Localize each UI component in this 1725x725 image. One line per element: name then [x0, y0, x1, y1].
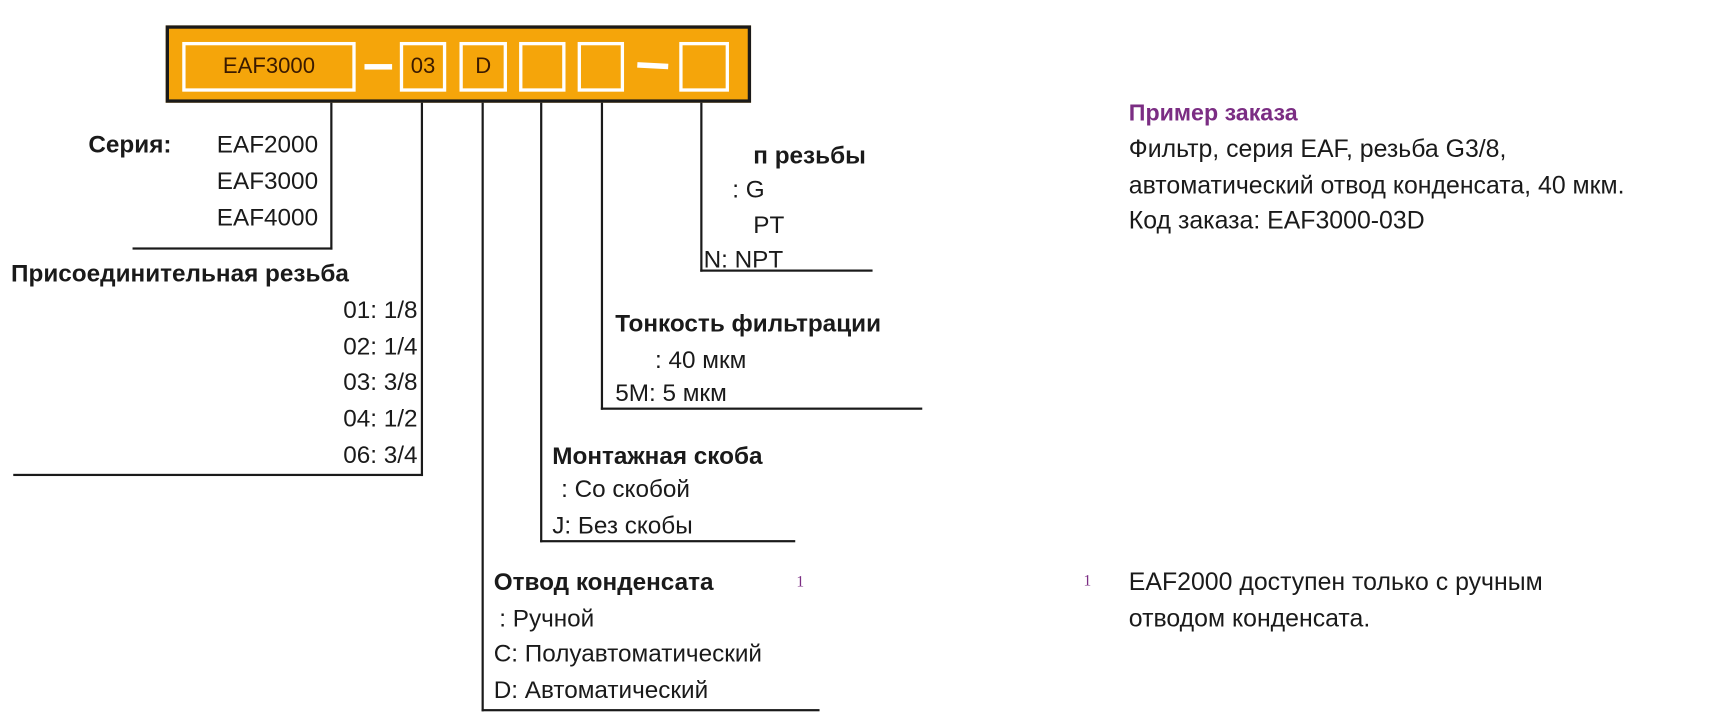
- filtration-leader-line: [600, 102, 604, 410]
- series-option: EAF3000: [216, 166, 319, 195]
- drain-leader-line: [481, 102, 484, 712]
- bracket-leader-line: [540, 102, 543, 543]
- bracket-leader-line: [540, 540, 796, 543]
- filtration-leader-line: [600, 407, 923, 410]
- bracket-option: J: Без скобы: [552, 511, 693, 539]
- order-example-line: автоматический отвод конденсата, 40 мкм.: [1128, 171, 1625, 199]
- filtration-option: 5M: 5 мкм: [615, 378, 727, 407]
- series-code-box: EAF3000: [182, 41, 356, 92]
- thread-type-option: : G: [732, 175, 765, 204]
- thread-type-code-box: [679, 41, 729, 92]
- drain-option: D: Автоматический: [493, 675, 709, 704]
- drain-title: Отвод конденсата: [493, 567, 714, 596]
- bracket-title: Монтажная скоба: [552, 441, 763, 470]
- order-example-code: Код заказа: EAF3000-03D: [1128, 206, 1425, 235]
- filtration-title: Тонкость фильтрации: [615, 309, 882, 337]
- port-thread-option: 01: 1/8: [343, 296, 418, 324]
- thread-type-option: PT: [753, 210, 785, 239]
- drain-option: C: Полуавтоматический: [493, 639, 763, 668]
- footnote-mark: 1: [1083, 573, 1092, 590]
- filtration-option: : 40 мкм: [654, 345, 747, 374]
- drain-leader-line: [481, 709, 820, 712]
- thread-leader-line: [13, 473, 424, 477]
- port-thread-title: Присоединительная резьба: [11, 259, 349, 288]
- drain-option: : Ручной: [499, 604, 595, 632]
- order-example-title: Пример заказа: [1128, 100, 1298, 126]
- port-thread-option: 04: 1/2: [343, 404, 418, 432]
- series-option: EAF2000: [216, 130, 319, 158]
- port-thread-option: 03: 3/8: [343, 367, 418, 396]
- thread-type-leader-line: [700, 269, 873, 272]
- drain-footnote-mark: 1: [796, 574, 805, 591]
- bracket-option: : Со скобой: [561, 474, 690, 503]
- thread-leader-line: [420, 102, 424, 477]
- bracket-code-box: [519, 41, 566, 92]
- order-example-line: Фильтр, серия EAF, резьба G3/8,: [1128, 134, 1507, 163]
- drain-code-box: D: [459, 41, 507, 92]
- thread-code-box: 03: [399, 41, 447, 92]
- series-option: EAF4000: [216, 203, 319, 231]
- filtration-code-box: [577, 41, 625, 92]
- series-leader-line: [132, 247, 333, 250]
- thread-type-leader-line: [700, 102, 703, 272]
- thread-type-title: п резьбы: [753, 141, 866, 169]
- series-label: Серия:: [88, 130, 172, 158]
- footnote-text: EAF2000 доступен только с ручным: [1128, 567, 1543, 596]
- code-separator-dash: [364, 64, 393, 70]
- thread-type-option: N: NPT: [703, 245, 784, 273]
- port-thread-option: 02: 1/4: [343, 332, 418, 361]
- footnote-text: отводом конденсата.: [1128, 604, 1371, 632]
- port-thread-option: 06: 3/4: [343, 440, 418, 469]
- series-leader-line: [330, 102, 333, 250]
